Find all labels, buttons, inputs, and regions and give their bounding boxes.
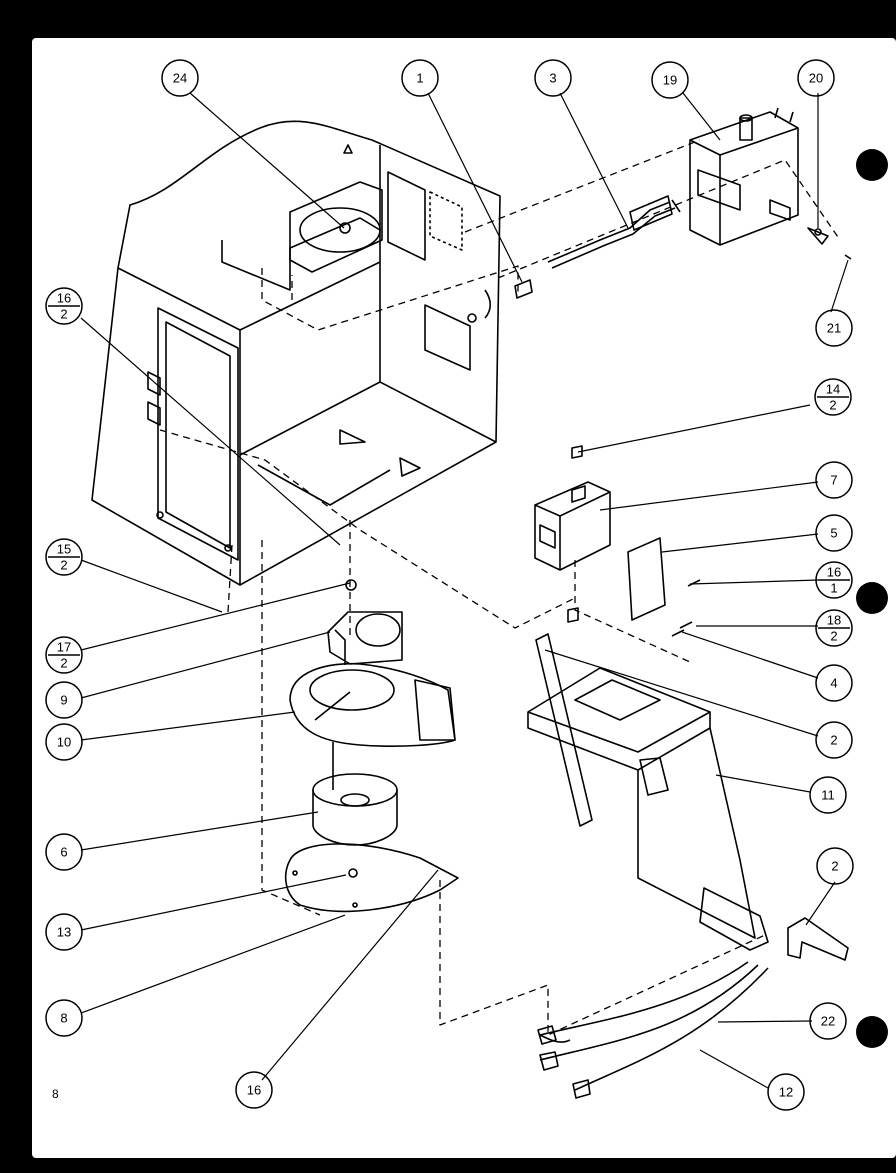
- callout-16c: 16: [247, 1083, 261, 1098]
- callout-16b-bottom: 2: [60, 307, 67, 322]
- callout-21: 21: [827, 321, 841, 336]
- punch-hole-top: [856, 149, 888, 181]
- callout-6: 6: [60, 845, 67, 860]
- callout-15-bottom: 2: [60, 558, 67, 573]
- callout-18-bottom: 2: [830, 629, 837, 644]
- callout-17-top: 17: [57, 640, 71, 655]
- callout-19: 19: [663, 73, 677, 88]
- callout-2b: 2: [831, 859, 838, 874]
- callout-7: 7: [830, 473, 837, 488]
- magnetron-drawing: [689, 107, 852, 260]
- callout-20: 20: [809, 71, 823, 86]
- callout-8: 8: [60, 1011, 67, 1026]
- callout-1: 1: [416, 71, 423, 86]
- fan-assembly-drawing: [284, 579, 459, 913]
- power-cord-drawing: [514, 195, 681, 299]
- callout-4: 4: [830, 676, 837, 691]
- punch-holes: [856, 149, 888, 1048]
- callout-14-bottom: 2: [829, 398, 836, 413]
- callout-17-bottom: 2: [60, 656, 67, 671]
- assembly-lines: [159, 139, 841, 1036]
- callout-13: 13: [57, 925, 71, 940]
- callout-11: 11: [821, 788, 835, 803]
- callout-16a-bottom: 1: [830, 581, 837, 596]
- callout-18-top: 18: [827, 613, 841, 628]
- callout-15-top: 15: [57, 542, 71, 557]
- callout-10: 10: [57, 735, 71, 750]
- punch-hole-bottom: [856, 1016, 888, 1048]
- callout-14-top: 14: [826, 382, 840, 397]
- wire-harness-drawing: [537, 961, 769, 1099]
- callout-24: 24: [173, 71, 187, 86]
- callout-16b-top: 16: [57, 291, 71, 306]
- callout-2a: 2: [830, 733, 837, 748]
- control-assembly-drawing: [534, 445, 701, 637]
- callout-12: 12: [779, 1085, 793, 1100]
- page-number: 8: [52, 1087, 59, 1101]
- callout-5: 5: [830, 526, 837, 541]
- callout-16a-top: 16: [827, 565, 841, 580]
- callout-9: 9: [60, 693, 67, 708]
- callout-labels: 24 1 3 19 20 21 14 2 7 5 16 1 18 2 4 2 1…: [45, 59, 854, 1111]
- callout-22: 22: [821, 1014, 835, 1029]
- punch-hole-middle: [856, 582, 888, 614]
- callout-3: 3: [549, 71, 556, 86]
- cabinet-drawing: [91, 120, 501, 586]
- frame-drawing: [527, 633, 849, 961]
- leader-lines: [80, 92, 849, 1089]
